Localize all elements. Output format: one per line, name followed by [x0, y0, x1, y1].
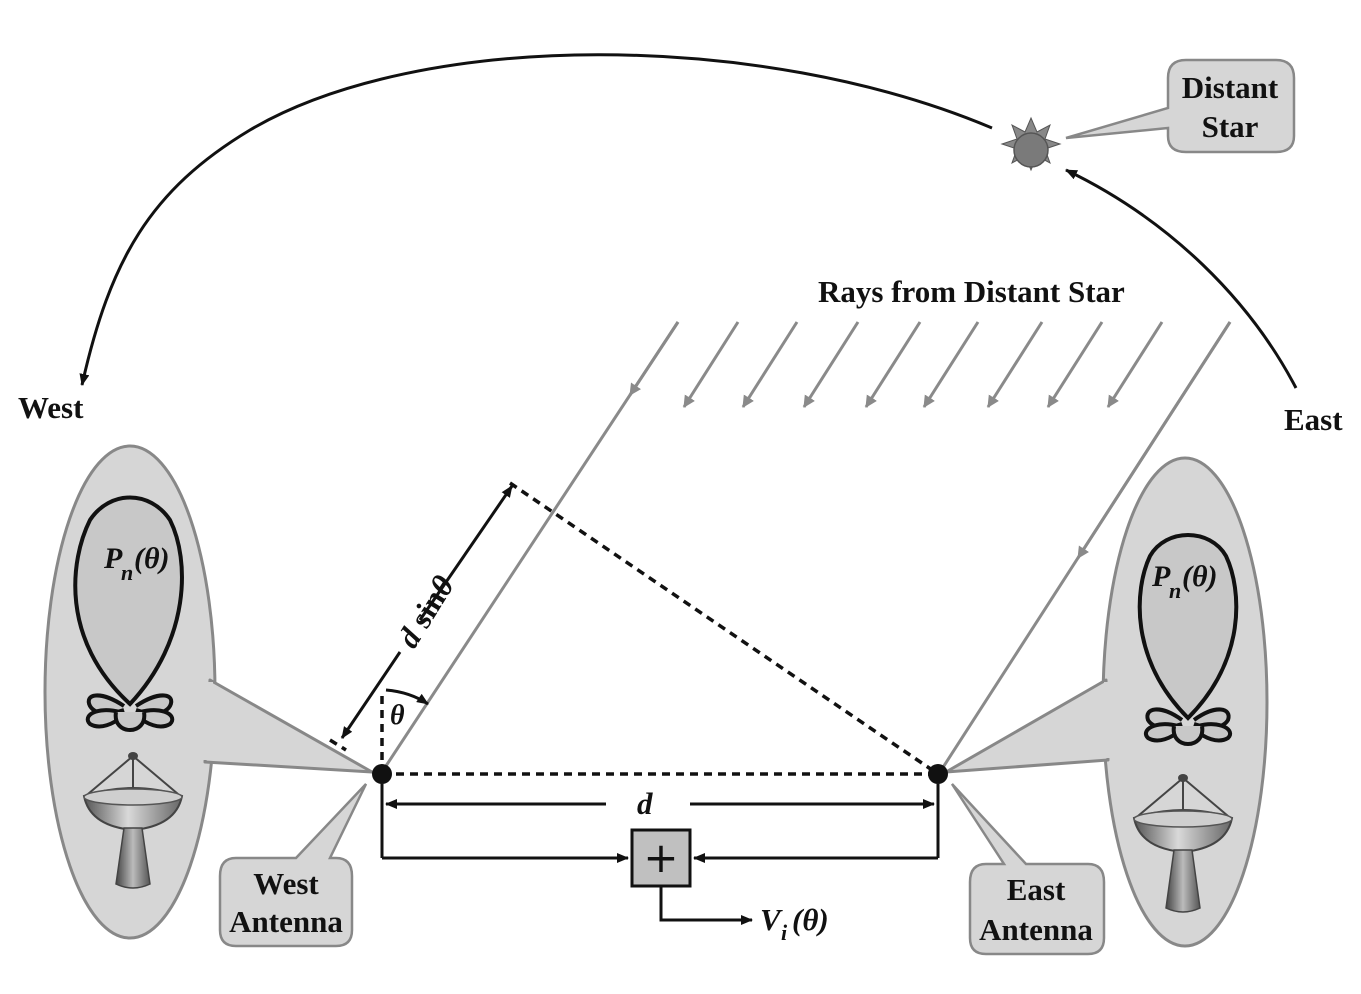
east-antenna-callout — [950, 783, 1106, 956]
east-pattern-icon — [1137, 533, 1239, 746]
rays-label: Rays from Distant Star — [818, 274, 1125, 309]
ray-4 — [864, 321, 922, 408]
ray-1 — [682, 321, 740, 408]
sky-arc-west — [79, 53, 993, 386]
star-icon — [1000, 116, 1062, 172]
east-antenna-label-2: Antenna — [979, 912, 1093, 947]
east-dish-icon — [1132, 774, 1234, 913]
east-label: East — [1284, 402, 1343, 437]
theta-label: θ — [390, 700, 405, 731]
d-label: d — [637, 786, 653, 821]
star-rays — [682, 321, 1164, 408]
adder-box — [630, 828, 692, 888]
sky-arc-east — [1065, 168, 1298, 389]
long-rays — [380, 321, 1232, 773]
ray-3 — [802, 321, 860, 408]
ray-5 — [922, 321, 980, 408]
ray-to-west-antenna — [380, 321, 680, 773]
ray-6 — [986, 321, 1044, 408]
wavefront-dashed — [509, 481, 939, 776]
east-antenna-node — [928, 764, 948, 784]
adder-plus: + — [643, 833, 678, 882]
west-dish-icon — [82, 752, 184, 889]
east-pattern-P: P — [1151, 560, 1171, 593]
d-sin-theta-arrow — [418, 485, 514, 621]
output-wire — [659, 886, 753, 925]
west-pattern-icon — [73, 495, 184, 732]
west-pattern-arg: (θ) — [134, 542, 170, 575]
east-pattern-n: n — [1169, 578, 1181, 603]
west-pattern-n: n — [121, 560, 133, 585]
west-pattern-P: P — [103, 542, 123, 575]
output-arg: (θ) — [792, 902, 829, 937]
west-antenna-label-1: West — [253, 866, 319, 901]
distant-star-callout — [1065, 58, 1296, 154]
west-antenna-label-2: Antenna — [229, 904, 343, 939]
ray-2 — [741, 321, 799, 408]
ray-8 — [1106, 321, 1164, 408]
ray-7 — [1046, 321, 1104, 408]
east-antenna-label-1: East — [1007, 872, 1066, 907]
output-i: i — [781, 920, 788, 945]
west-label: West — [18, 390, 84, 425]
east-pattern-arg: (θ) — [1182, 560, 1218, 593]
west-antenna-node — [372, 764, 392, 784]
distant-star-label-2: Star — [1202, 109, 1259, 144]
geometry-dashed — [329, 481, 939, 776]
output-V: V — [760, 902, 783, 937]
d-sin-theta-label: dsinθ — [390, 569, 461, 653]
distant-star-label-1: Distant — [1182, 70, 1279, 105]
west-oval-pointer — [203, 678, 374, 774]
theta-arc — [385, 688, 429, 706]
west-antenna-callout — [218, 783, 368, 948]
